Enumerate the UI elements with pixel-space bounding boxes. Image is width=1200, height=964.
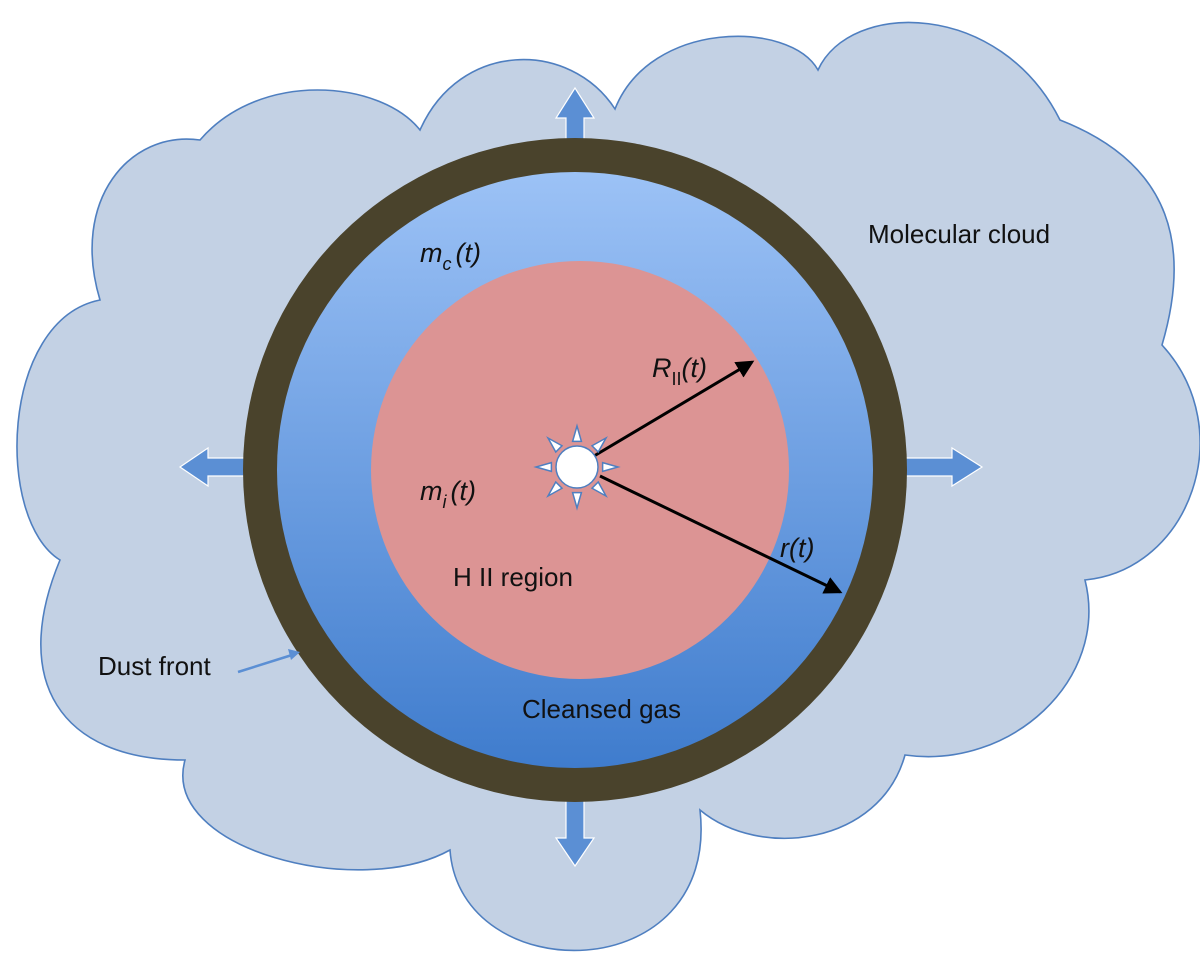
rii-radius-arrow: [593, 360, 755, 458]
star-ray-icon: [571, 491, 583, 511]
star-ray-icon: [546, 480, 564, 498]
cleansed-gas-label: Cleansed gas: [522, 694, 681, 724]
mc-label: mc(t): [420, 238, 481, 274]
r-shell-radius-arrow: [599, 474, 843, 594]
star-ray-icon: [571, 423, 583, 443]
star-ray-icon: [590, 436, 608, 454]
r-shell-label: r(t): [780, 533, 814, 563]
h2-region-label: H II region: [453, 562, 573, 592]
mi-label: mi(t): [420, 476, 476, 512]
rii-label: RII(t): [652, 353, 707, 389]
dust-front-leader-head: [288, 649, 300, 660]
dust-front-label: Dust front: [98, 651, 211, 681]
star-ray-icon: [546, 436, 564, 454]
molecular-cloud-label: Molecular cloud: [868, 219, 1050, 249]
star-icon: [533, 423, 621, 511]
star-ray-icon: [601, 461, 621, 473]
star-ray-icon: [590, 480, 608, 498]
dust-front-leader: [237, 653, 293, 674]
star-ray-icon: [533, 461, 553, 473]
